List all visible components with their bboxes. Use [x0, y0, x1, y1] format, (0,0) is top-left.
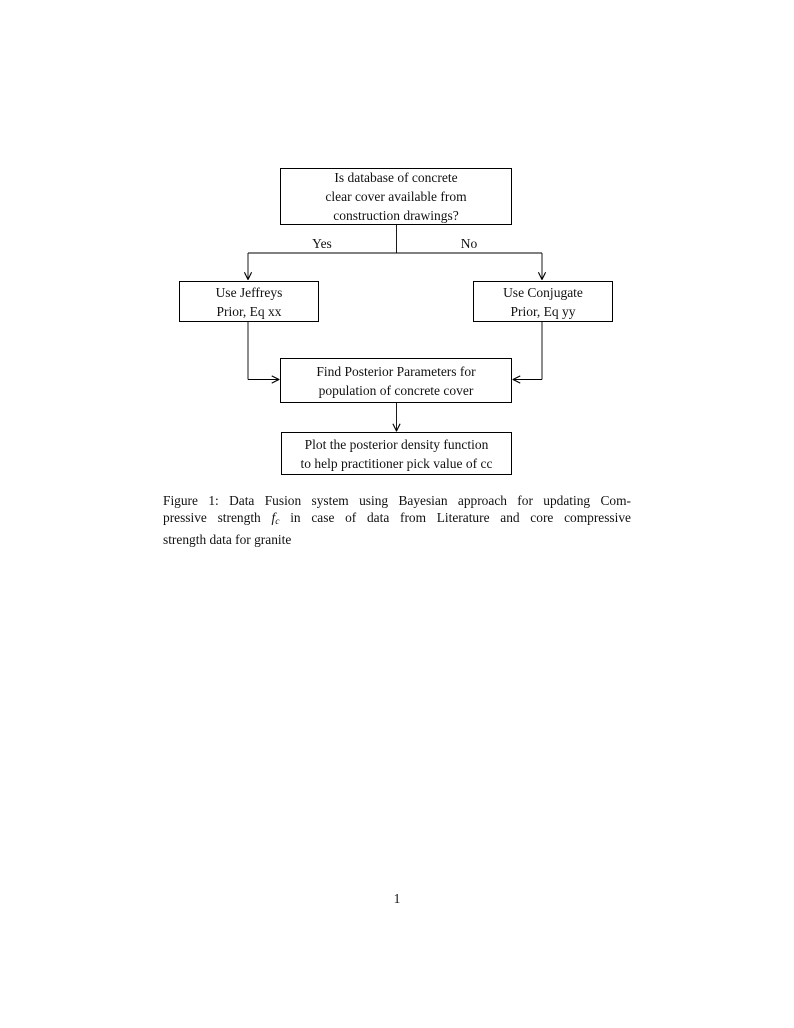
caption-text: in case of data from Literature and core… [279, 510, 631, 526]
flowchart-node-jeffreys-prior: Use Jeffreys Prior, Eq xx [179, 281, 319, 322]
node-text-line: Prior, Eq yy [510, 303, 576, 319]
edge-label-no: No [460, 236, 478, 251]
math-subscript-c: c [275, 516, 280, 528]
flowchart-node-plot-density: Plot the posterior density function to h… [281, 432, 512, 475]
node-text-line: construction drawings? [333, 208, 459, 223]
caption-line: Figure 1: Data Fusion system using Bayes… [163, 493, 631, 508]
node-text-line: population of concrete cover [318, 382, 474, 398]
page-number: 1 [393, 891, 401, 906]
node-text-line: Find Posterior Parameters for [316, 363, 476, 379]
caption-line: strength data for granite [163, 531, 292, 547]
node-text-line: Use Conjugate [503, 284, 583, 300]
edge-label-yes: Yes [312, 236, 332, 251]
flowchart-node-find-posterior: Find Posterior Parameters for population… [280, 358, 512, 403]
node-text-line: clear cover available from [325, 189, 467, 204]
node-text-line: Use Jeffreys [215, 284, 283, 300]
flowchart-node-conjugate-prior: Use Conjugate Prior, Eq yy [473, 281, 613, 322]
flowchart-node-decision: Is database of concrete clear cover avai… [280, 168, 512, 225]
caption-text: pressive strength [163, 510, 272, 526]
node-text-line: Prior, Eq xx [216, 303, 282, 319]
node-text-line: Plot the posterior density function [304, 436, 489, 452]
figure-caption: Figure 1: Data Fusion system using Bayes… [163, 492, 631, 548]
math-variable-fc: f [271, 510, 276, 526]
node-text-line: Is database of concrete [334, 170, 458, 185]
node-text-line: to help practitioner pick value of cc [300, 455, 493, 471]
caption-line: pressive strength fc in case of data fro… [163, 509, 631, 530]
